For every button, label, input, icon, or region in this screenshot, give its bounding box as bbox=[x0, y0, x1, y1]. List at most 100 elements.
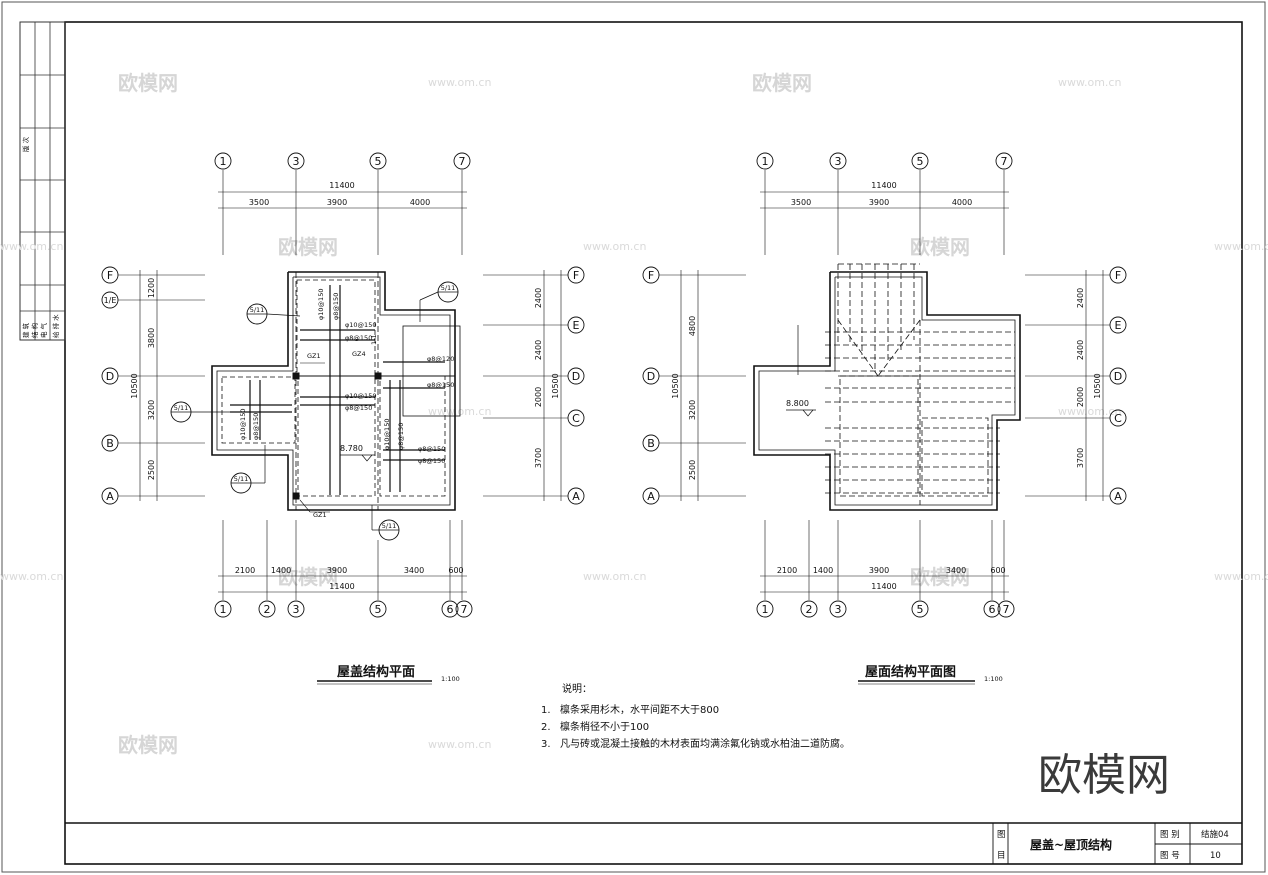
watermark-url: www.om.cn bbox=[1214, 240, 1268, 253]
axis-bubble-label: 7 bbox=[1003, 603, 1010, 616]
axis-bubble-label: 5 bbox=[375, 155, 382, 168]
rebar-label: φ10@150 bbox=[345, 392, 376, 400]
notes-heading: 说明： bbox=[562, 682, 592, 695]
axis-bubble-label: 7 bbox=[1001, 155, 1008, 168]
margin-label-elec: 电 气 bbox=[39, 322, 48, 338]
dimension-text: 3900 bbox=[869, 198, 889, 207]
axis-bubble-label: F bbox=[573, 269, 579, 282]
dimension-text: 1200 bbox=[147, 278, 156, 298]
left-side-axes bbox=[101, 266, 205, 505]
axis-bubble-label: A bbox=[647, 490, 655, 503]
dimension-text: 3400 bbox=[946, 566, 966, 575]
dimension-text: 4800 bbox=[688, 316, 697, 336]
rebar-label: φ10@150 bbox=[239, 409, 247, 440]
watermark-logo: 欧模网 bbox=[910, 235, 970, 259]
section-mark-label: 5/11 bbox=[441, 284, 456, 292]
rebar-label: φ8@150 bbox=[345, 404, 372, 412]
note-text: 檩条采用杉木，水平间距不大于800 bbox=[560, 703, 719, 716]
dimension-text: 3900 bbox=[327, 198, 347, 207]
axis-bubble-label: C bbox=[1114, 412, 1122, 425]
left-top-axes bbox=[214, 152, 471, 255]
axis-bubble-label: D bbox=[1114, 370, 1122, 383]
elevation-label: 8.780 bbox=[340, 444, 363, 453]
rebar-label: φ8@150 bbox=[332, 293, 340, 320]
dimension-text: 3500 bbox=[249, 198, 269, 207]
watermark-url: www.om.cn bbox=[428, 738, 491, 751]
note-text: 凡与砖或混凝土接触的木材表面均满涂氟化钠或水柏油二道防腐。 bbox=[560, 737, 850, 750]
watermark-url: www.om.cn bbox=[1214, 570, 1268, 583]
plan-scale: 1:100 bbox=[441, 675, 460, 683]
dimension-text: 10500 bbox=[1093, 373, 1102, 398]
axis-bubble-label: F bbox=[1115, 269, 1121, 282]
dimension-text: 2400 bbox=[1076, 340, 1085, 360]
right-bottom-axes bbox=[756, 520, 1015, 618]
dimension-text: 1400 bbox=[813, 566, 833, 575]
axis-bubble-label: D bbox=[572, 370, 580, 383]
dimension-text: 10500 bbox=[130, 373, 139, 398]
dimension-text: 10500 bbox=[671, 373, 680, 398]
column-label: GZ1 bbox=[307, 352, 321, 360]
dimension-text: 3500 bbox=[791, 198, 811, 207]
dimension-text: 2400 bbox=[534, 340, 543, 360]
dimension-text: 2100 bbox=[777, 566, 797, 575]
dimension-text: 3400 bbox=[404, 566, 424, 575]
section-mark-label: 5/11 bbox=[174, 404, 189, 412]
axis-bubble-label: B bbox=[106, 437, 114, 450]
brand-watermark: 欧模网 bbox=[1038, 750, 1170, 801]
right-plan: 1 3 5 7 11400 3500 3900 4000 F D B A 105… bbox=[642, 152, 1127, 685]
margin-label-plumb: 给 排 水 bbox=[51, 314, 60, 338]
dimension-text: 3700 bbox=[1076, 448, 1085, 468]
axis-bubble-label: F bbox=[107, 269, 113, 282]
axis-bubble-label: F bbox=[648, 269, 654, 282]
axis-bubble-label: 3 bbox=[835, 603, 842, 616]
axis-bubble-label: 1 bbox=[220, 603, 227, 616]
side-mark: 1-1 bbox=[370, 334, 378, 345]
axis-bubble-label: 3 bbox=[293, 603, 300, 616]
axis-bubble-label: 5 bbox=[375, 603, 382, 616]
rebar-label: φ8@150 bbox=[252, 413, 260, 440]
rebar-label: φ8@150 bbox=[397, 423, 405, 450]
plan-scale: 1:100 bbox=[984, 675, 1003, 683]
left-slab-outline bbox=[211, 271, 461, 511]
note-text: 檩条梢径不小于100 bbox=[560, 720, 649, 733]
dimension-text: 2000 bbox=[534, 387, 543, 407]
watermark-logo: 欧模网 bbox=[278, 565, 338, 589]
dimension-text: 10500 bbox=[551, 373, 560, 398]
watermark-logo: 欧模网 bbox=[752, 71, 812, 95]
dimension-text: 4000 bbox=[410, 198, 430, 207]
watermark-url: www.om.cn bbox=[0, 240, 63, 253]
dimension-text: 600 bbox=[448, 566, 463, 575]
dimension-text: 11400 bbox=[871, 181, 896, 190]
plan-title: 屋面结构平面图 bbox=[865, 664, 956, 680]
rebar-label: φ8@120 bbox=[427, 355, 454, 363]
dimension-text: 3200 bbox=[147, 400, 156, 420]
margin-label-struct: 结 构 bbox=[30, 322, 39, 338]
left-bottom-axes bbox=[214, 520, 473, 618]
title-block bbox=[65, 822, 1242, 864]
right-plan-left-axes bbox=[642, 266, 746, 505]
right-top-axes bbox=[756, 152, 1013, 255]
watermark-url: www.om.cn bbox=[583, 240, 646, 253]
axis-bubble-label: 1/E bbox=[104, 296, 117, 305]
dimension-text: 3200 bbox=[688, 400, 697, 420]
watermark-url: www.om.cn bbox=[428, 76, 491, 89]
dimension-text: 11400 bbox=[329, 582, 354, 591]
right-roof-outline bbox=[753, 263, 1021, 511]
dimension-text: 2500 bbox=[147, 460, 156, 480]
axis-bubble-label: A bbox=[1114, 490, 1122, 503]
watermark-url: www.om.cn bbox=[1058, 76, 1121, 89]
rebar-label: φ8@150 bbox=[345, 334, 372, 342]
dimension-text: 11400 bbox=[871, 582, 896, 591]
dimension-text: 3700 bbox=[534, 448, 543, 468]
margin-strip: 版 次 建 筑 结 构 电 气 给 排 水 bbox=[19, 21, 66, 341]
axis-bubble-label: 1 bbox=[220, 155, 227, 168]
axis-bubble-label: B bbox=[647, 437, 655, 450]
rebar-label: φ8@150 bbox=[418, 457, 445, 465]
watermark-url: www.om.cn bbox=[1058, 405, 1121, 418]
rebar-label: φ10@150 bbox=[383, 419, 391, 450]
axis-bubble-label: 3 bbox=[293, 155, 300, 168]
axis-bubble-label: 2 bbox=[806, 603, 813, 616]
watermark-logo: 欧模网 bbox=[118, 71, 178, 95]
axis-bubble-label: 6 bbox=[447, 603, 454, 616]
